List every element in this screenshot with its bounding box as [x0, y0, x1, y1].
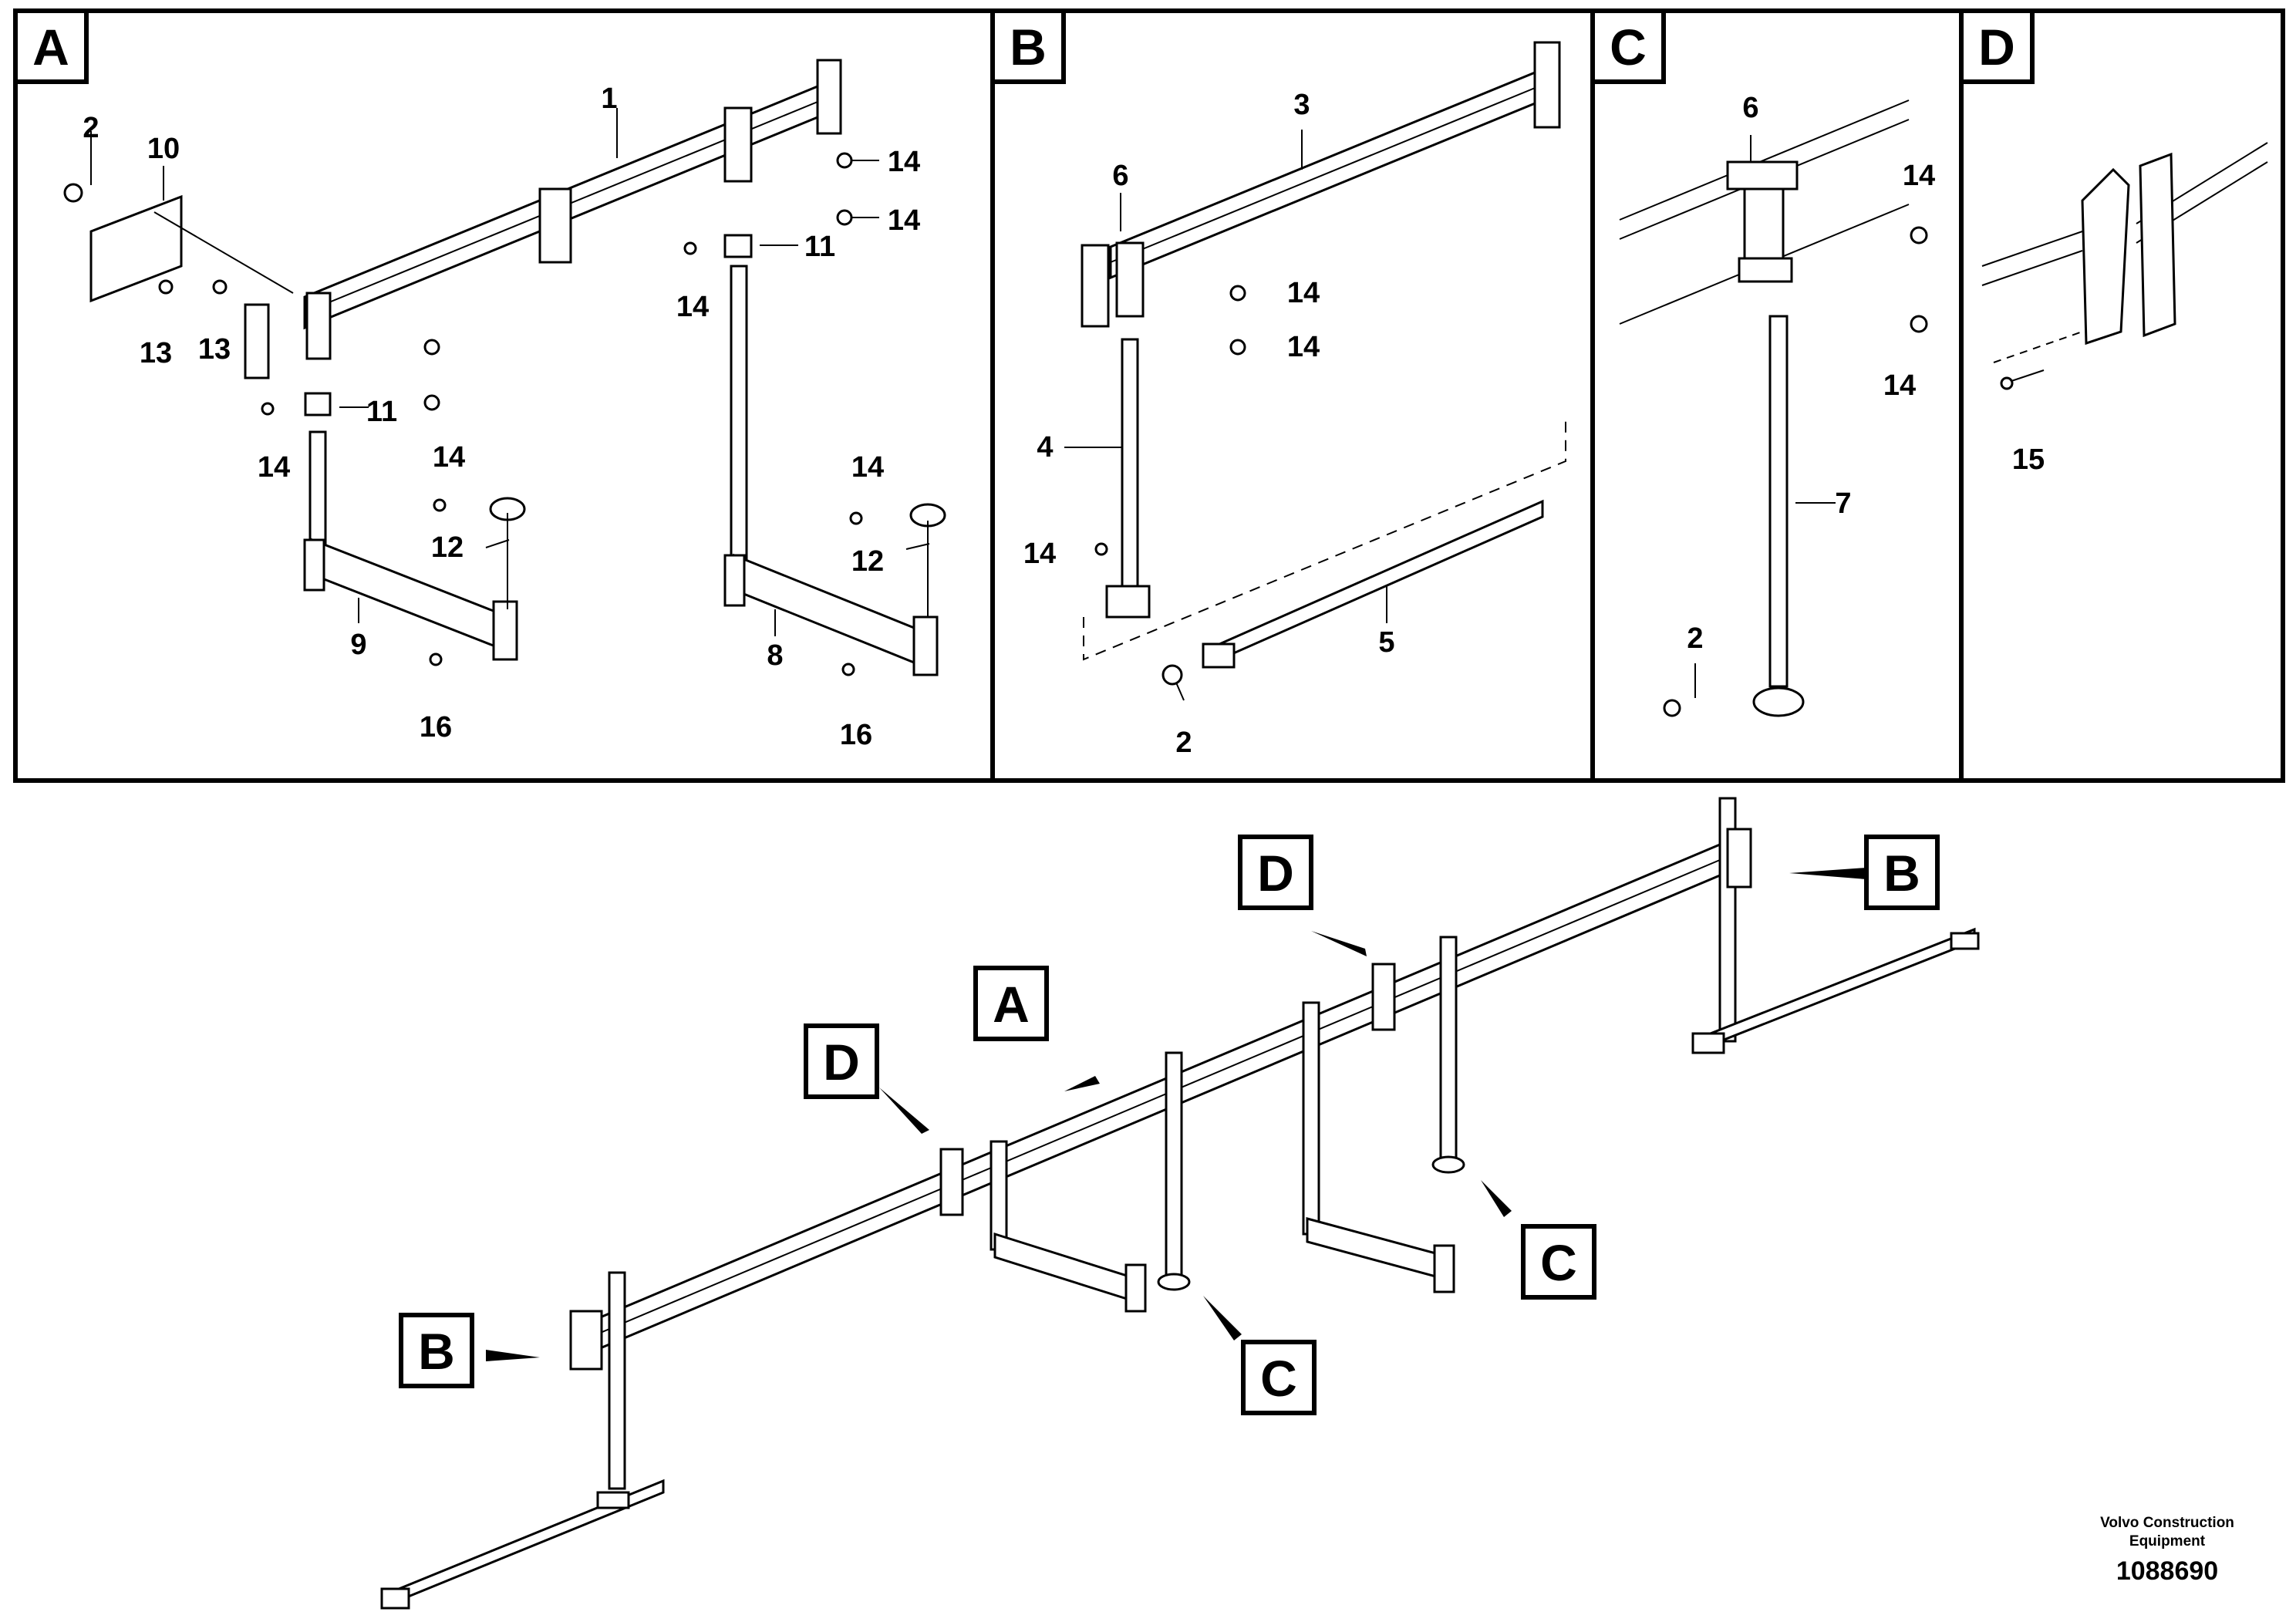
callout-14: 14 [676, 291, 709, 323]
overview-tag-a: A [973, 966, 1049, 1041]
callout-13: 13 [140, 337, 172, 369]
callout-1: 1 [601, 83, 617, 115]
callout-5: 5 [1378, 626, 1394, 659]
footer: Volvo Construction Equipment 1088690 [2100, 1515, 2234, 1586]
callout-14: 14 [1287, 331, 1320, 363]
panel-letter-a: A [13, 8, 89, 84]
callout-14: 14 [851, 451, 884, 484]
callout-14: 14 [1287, 277, 1320, 309]
panel-c-labels: 6 14 14 7 2 [1687, 92, 1935, 655]
panel-a-labels: 1 2 10 13 13 14 14 11 14 14 14 11 14 14 … [83, 83, 920, 751]
callout-9: 9 [350, 629, 366, 661]
overview-drawing [380, 797, 1980, 1610]
callout-16: 16 [420, 711, 452, 744]
svg-text:B: B [1883, 845, 1920, 902]
panel-d-drawing [1981, 142, 2268, 390]
overview-tag-c-left: C [1241, 1340, 1317, 1415]
callout-11: 11 [366, 396, 397, 428]
panel-letter-d: D [1959, 8, 2035, 84]
callout-14: 14 [433, 441, 465, 474]
callout-12: 12 [851, 545, 884, 578]
callout-14: 14 [888, 146, 920, 178]
svg-text:C: C [1540, 1234, 1577, 1291]
callout-8: 8 [767, 639, 783, 672]
panel-frames [13, 8, 2285, 783]
callout-14: 14 [258, 451, 290, 484]
callout-10: 10 [147, 133, 180, 165]
overview-tag-b-left: B [399, 1313, 474, 1388]
company-line-1: Volvo Construction [2100, 1515, 2234, 1531]
svg-text:D: D [823, 1034, 860, 1091]
callout-2: 2 [1687, 622, 1703, 655]
callout-14: 14 [1023, 538, 1056, 570]
svg-text:C: C [1610, 19, 1647, 76]
panel-letter-b: B [990, 8, 1066, 84]
callout-3: 3 [1293, 89, 1310, 121]
company-line-2: Equipment [2129, 1533, 2206, 1549]
callout-14: 14 [1883, 369, 1916, 402]
callout-6: 6 [1742, 92, 1758, 124]
svg-text:A: A [993, 976, 1030, 1033]
callout-2: 2 [1175, 727, 1192, 759]
panel-b-drawing [1064, 41, 1566, 701]
svg-text:B: B [1010, 19, 1047, 76]
panel-b-labels: 3 6 14 14 4 14 5 2 [1023, 89, 1395, 759]
overview-tag-d-lower: D [804, 1023, 879, 1099]
panel-d-labels: 15 [2012, 443, 2045, 476]
svg-text:C: C [1260, 1350, 1297, 1407]
callout-16: 16 [840, 719, 872, 751]
callout-15: 15 [2012, 443, 2045, 476]
svg-text:B: B [418, 1323, 455, 1380]
overview-tag-c-right: C [1521, 1224, 1596, 1300]
svg-text:D: D [1257, 845, 1294, 902]
callout-11: 11 [804, 231, 835, 263]
panel-a-drawing [63, 59, 946, 676]
svg-text:D: D [1978, 19, 2015, 76]
callout-7: 7 [1835, 487, 1851, 520]
callout-14: 14 [1903, 160, 1935, 192]
drawing-number: 1088690 [2116, 1556, 2218, 1586]
panel-c-drawing [1619, 99, 1928, 717]
callout-14: 14 [888, 204, 920, 237]
overview-tag-b-right: B [1864, 835, 1940, 910]
callout-4: 4 [1037, 431, 1053, 464]
callout-2: 2 [83, 112, 99, 144]
overview-tag-d-upper: D [1238, 835, 1313, 910]
callout-12: 12 [431, 531, 464, 564]
svg-text:A: A [32, 19, 69, 76]
callout-6: 6 [1112, 160, 1128, 192]
callout-13: 13 [198, 333, 231, 366]
panel-letter-c: C [1590, 8, 1666, 84]
